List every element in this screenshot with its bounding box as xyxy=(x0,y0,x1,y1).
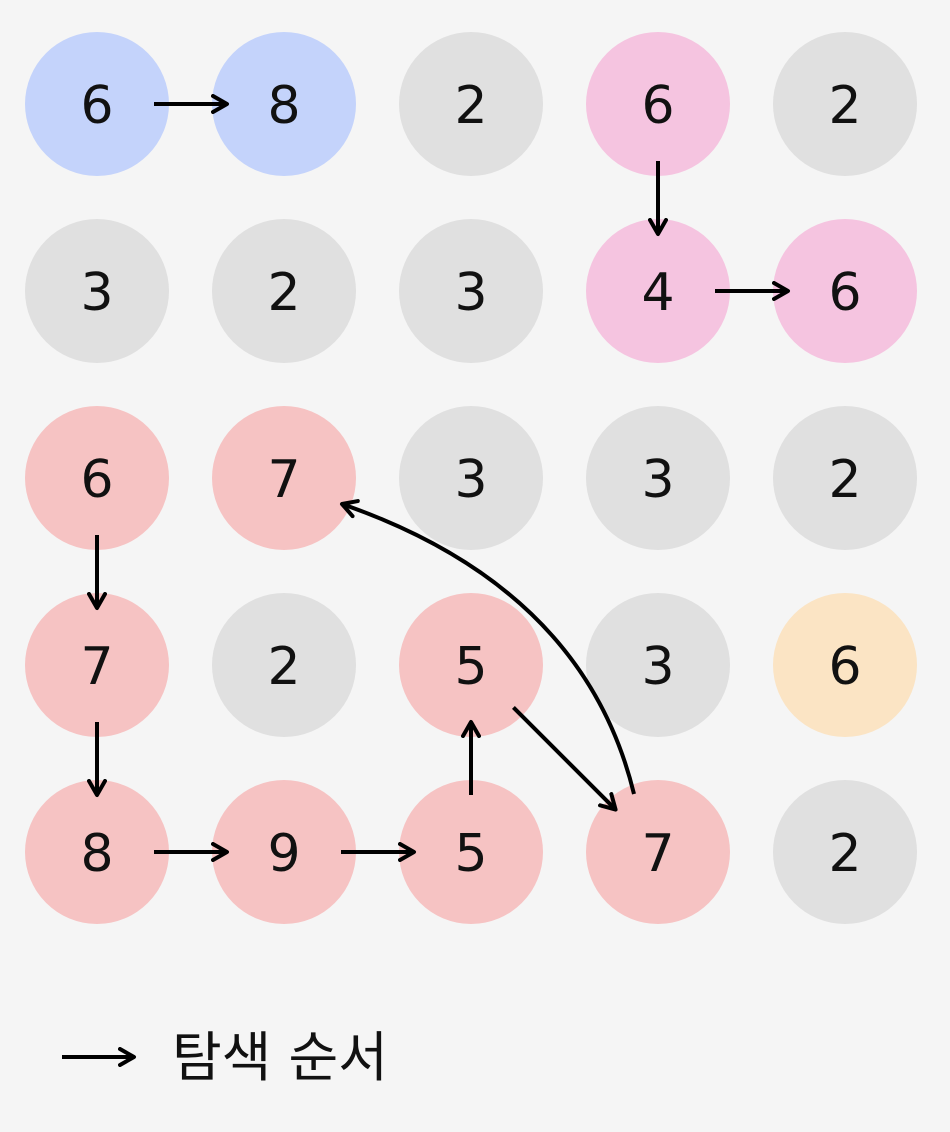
node-value: 7 xyxy=(641,824,674,884)
node-circle xyxy=(212,406,356,550)
node-circle xyxy=(25,406,169,550)
node-value: 6 xyxy=(828,263,861,323)
node-circle xyxy=(773,780,917,924)
node-circle xyxy=(25,32,169,176)
node-r3-c3: 3 xyxy=(399,406,543,550)
node-value: 6 xyxy=(641,76,674,136)
node-r5-c1: 8 xyxy=(25,780,169,924)
node-circle xyxy=(586,780,730,924)
node-grid: 6 8 2 6 2 3 2 3 4 6 6 7 3 3 2 7 2 5 3 6 8 9 5 7 2 xyxy=(25,32,917,924)
node-r4-c4: 3 xyxy=(586,593,730,737)
node-r3-c5: 2 xyxy=(773,406,917,550)
node-r3-c4: 3 xyxy=(586,406,730,550)
node-value: 3 xyxy=(641,637,674,697)
node-r2-c3: 3 xyxy=(399,219,543,363)
node-circle xyxy=(399,406,543,550)
node-r2-c4: 4 xyxy=(586,219,730,363)
node-value: 2 xyxy=(828,76,861,136)
node-r5-c5: 2 xyxy=(773,780,917,924)
node-value: 3 xyxy=(454,450,487,510)
node-value: 2 xyxy=(828,824,861,884)
search-arrow-10 xyxy=(340,499,636,795)
node-circle xyxy=(586,593,730,737)
node-r2-c1: 3 xyxy=(25,219,169,363)
node-circle xyxy=(25,593,169,737)
node-value: 3 xyxy=(80,263,113,323)
node-value: 2 xyxy=(828,450,861,510)
node-circle xyxy=(212,219,356,363)
node-r2-c2: 2 xyxy=(212,219,356,363)
search-arrow-9 xyxy=(512,706,618,812)
node-circle xyxy=(773,406,917,550)
node-circle xyxy=(399,32,543,176)
legend-label: 탐색 순서 xyxy=(172,1026,388,1089)
node-r1-c3: 2 xyxy=(399,32,543,176)
node-value: 9 xyxy=(267,824,300,884)
node-r5-c3: 5 xyxy=(399,780,543,924)
node-value: 4 xyxy=(641,263,674,323)
node-value: 2 xyxy=(267,263,300,323)
node-value: 5 xyxy=(454,637,487,697)
node-r4-c1: 7 xyxy=(25,593,169,737)
node-r1-c5: 2 xyxy=(773,32,917,176)
node-value: 2 xyxy=(454,76,487,136)
node-value: 5 xyxy=(454,824,487,884)
node-r1-c4: 6 xyxy=(586,32,730,176)
node-value: 8 xyxy=(267,76,300,136)
node-circle xyxy=(25,219,169,363)
node-circle xyxy=(399,219,543,363)
node-value: 3 xyxy=(454,263,487,323)
node-r4-c2: 2 xyxy=(212,593,356,737)
node-value: 6 xyxy=(80,450,113,510)
legend: 탐색 순서 xyxy=(62,1026,388,1089)
node-value: 8 xyxy=(80,824,113,884)
node-r2-c5: 6 xyxy=(773,219,917,363)
node-circle xyxy=(586,219,730,363)
node-r4-c5: 6 xyxy=(773,593,917,737)
node-r5-c2: 9 xyxy=(212,780,356,924)
node-circle xyxy=(399,593,543,737)
node-value: 7 xyxy=(80,637,113,697)
node-r3-c2: 7 xyxy=(212,406,356,550)
node-r1-c2: 8 xyxy=(212,32,356,176)
node-circle xyxy=(773,219,917,363)
node-r5-c4: 7 xyxy=(586,780,730,924)
node-r4-c3: 5 xyxy=(399,593,543,737)
node-circle xyxy=(773,32,917,176)
node-circle xyxy=(399,780,543,924)
node-value: 3 xyxy=(641,450,674,510)
node-circle xyxy=(773,593,917,737)
node-circle xyxy=(586,406,730,550)
node-value: 7 xyxy=(267,450,300,510)
node-r1-c1: 6 xyxy=(25,32,169,176)
node-circle xyxy=(212,780,356,924)
node-circle xyxy=(212,593,356,737)
node-value: 6 xyxy=(80,76,113,136)
node-value: 2 xyxy=(267,637,300,697)
node-circle xyxy=(25,780,169,924)
node-value: 6 xyxy=(828,637,861,697)
arrow-layer xyxy=(87,94,790,862)
node-circle xyxy=(586,32,730,176)
node-circle xyxy=(212,32,356,176)
node-r3-c1: 6 xyxy=(25,406,169,550)
